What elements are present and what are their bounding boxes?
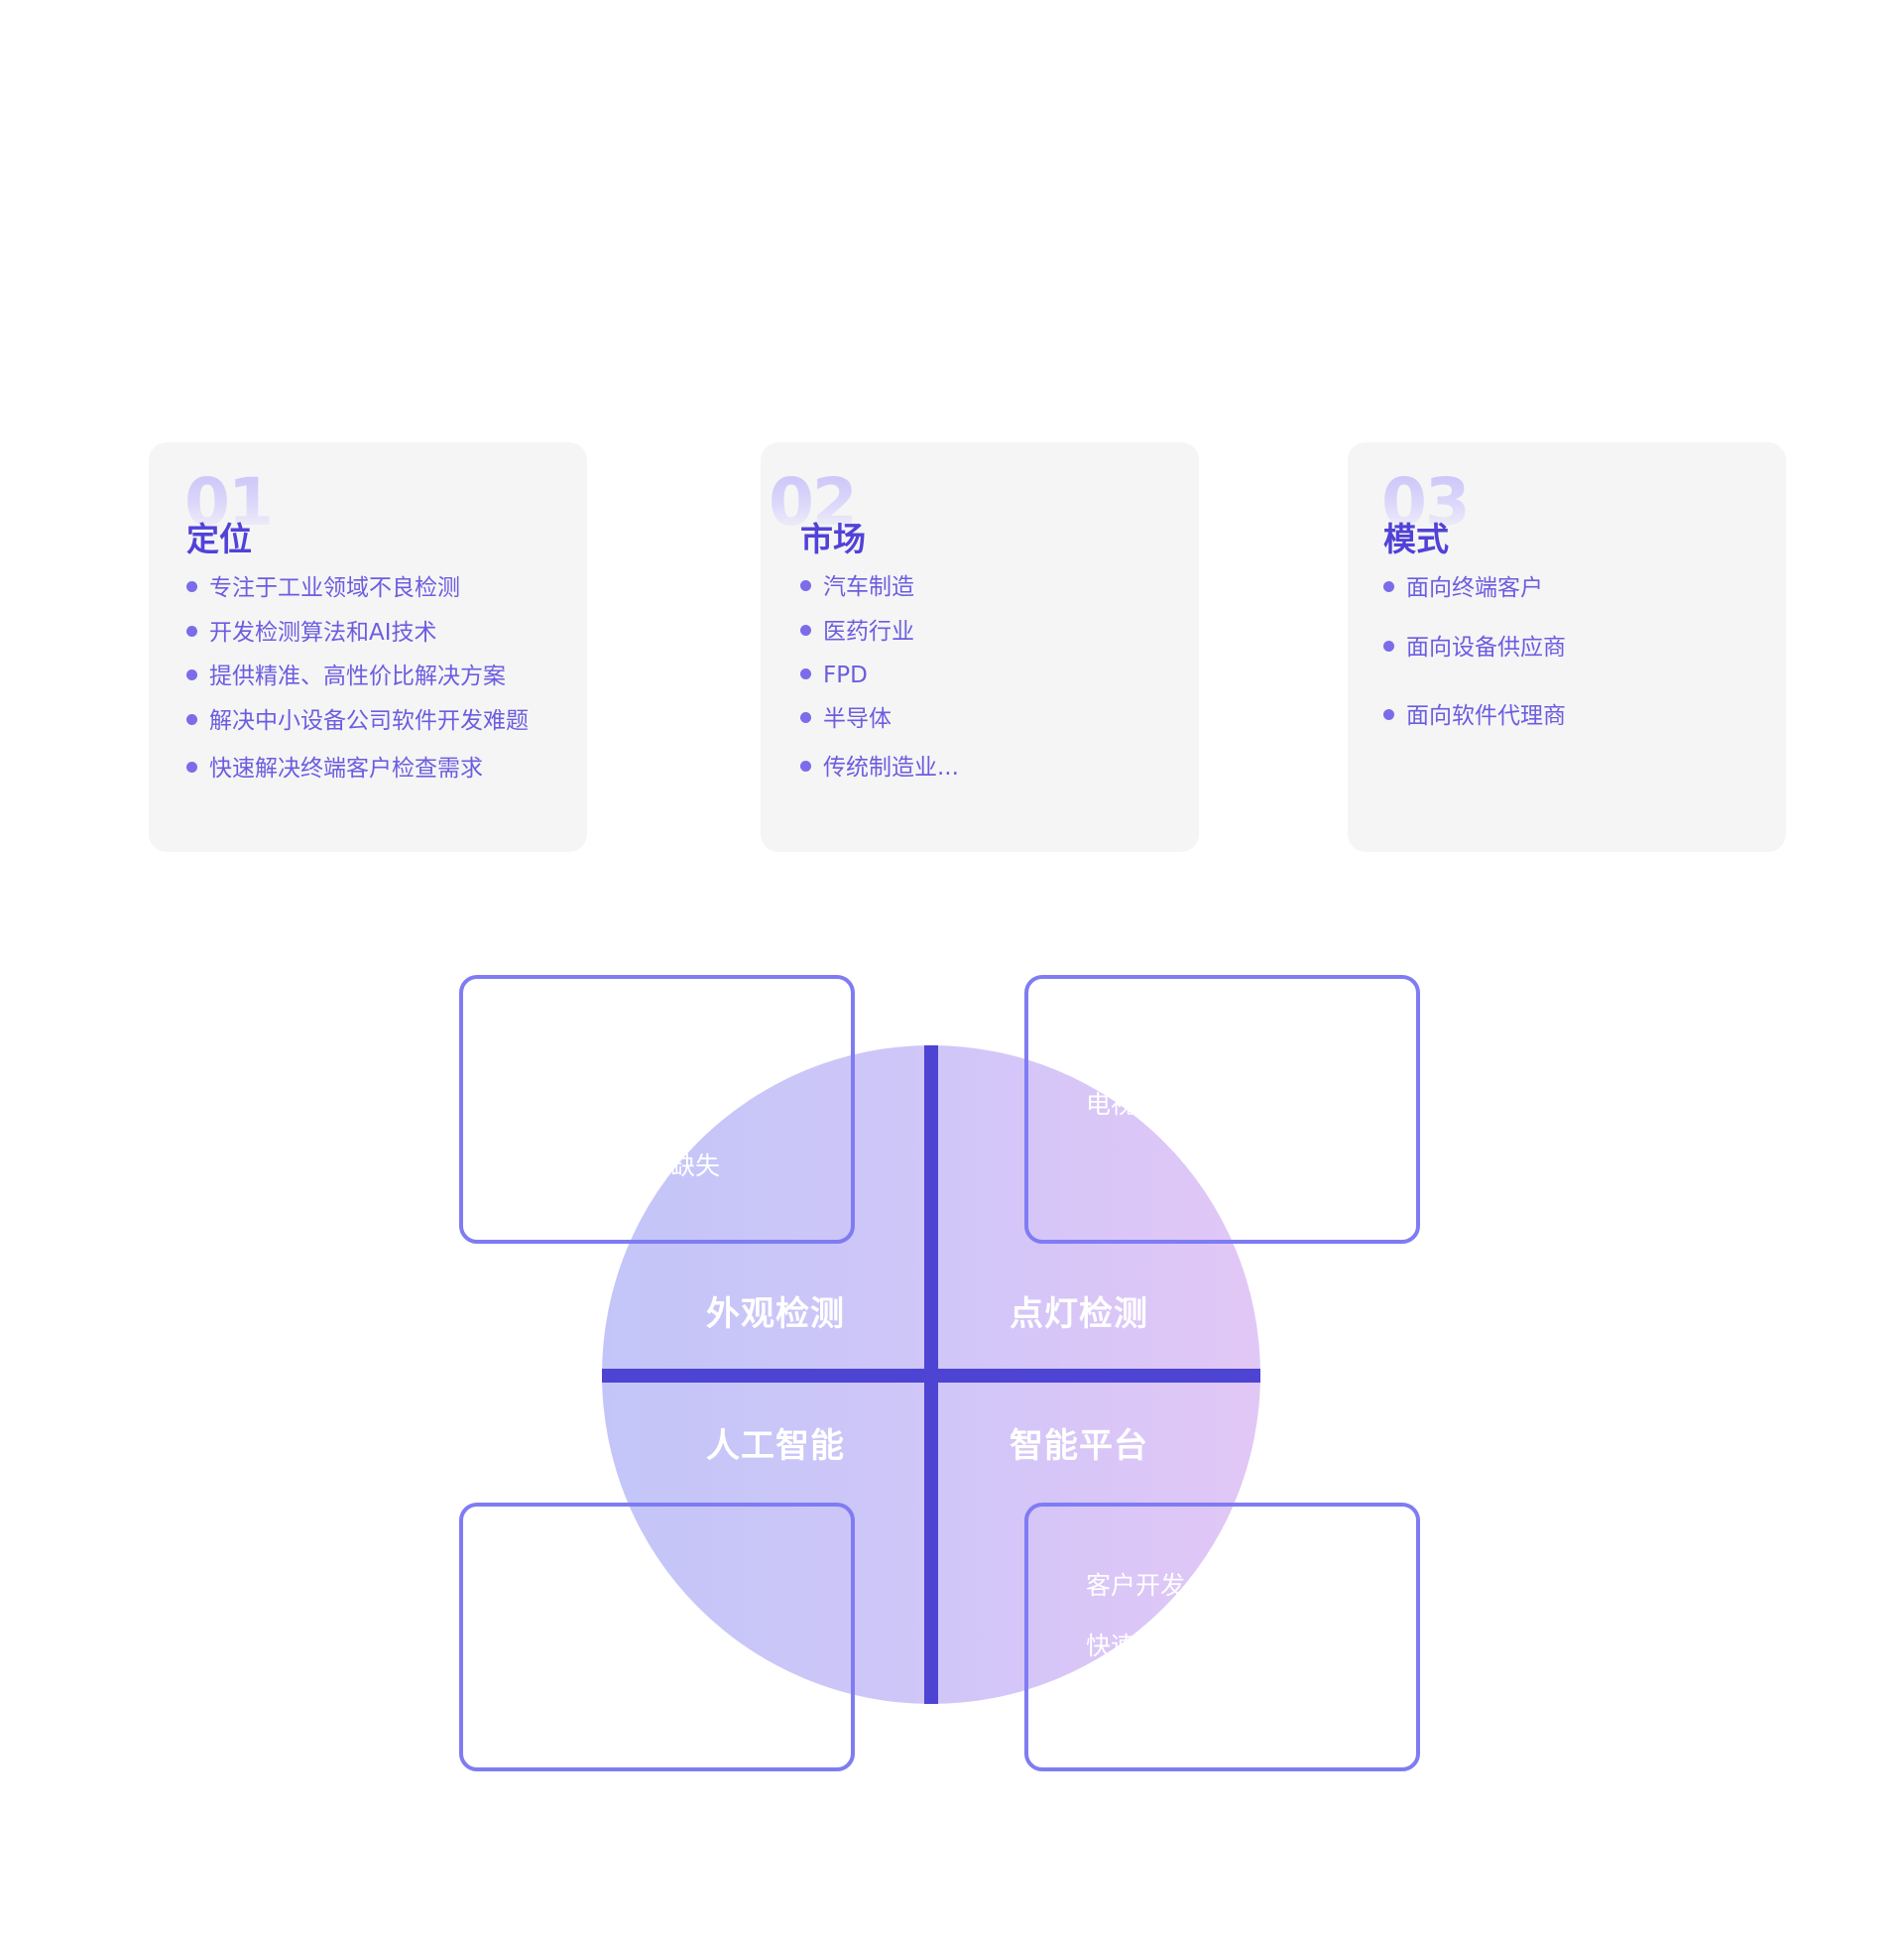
list-item: 面向设备供应商	[1383, 633, 1566, 663]
card-market: 02 市场 汽车制造 医药行业 FPD 半导体 传统制造业...	[761, 442, 1199, 852]
list-item: 专注于工业领域不良检测	[186, 573, 460, 603]
list-item: 快速解决终端客户检查需求	[186, 754, 483, 784]
frame-text: 电视	[1086, 1090, 1136, 1119]
card-model: 03 模式 面向终端客户 面向设备供应商 面向软件代理商	[1348, 442, 1786, 852]
list-item-text: 面向设备供应商	[1406, 635, 1566, 661]
quadrant-label-ai: 人工智能	[706, 1426, 845, 1466]
frame-text: 快速	[1086, 1632, 1136, 1660]
bullet-dot-icon	[186, 581, 197, 592]
list-item: 半导体	[800, 704, 892, 734]
list-item-text: 传统制造业...	[823, 755, 959, 781]
card-number: 01	[184, 464, 274, 541]
card-number: 02	[769, 464, 858, 541]
quadrant-label-lighting: 点灯检测	[1010, 1294, 1148, 1334]
list-item-text: FPD	[823, 663, 868, 688]
cross-horizontal-bar	[602, 1369, 1260, 1383]
bullet-dot-icon	[186, 762, 197, 773]
list-item-text: 面向软件代理商	[1406, 703, 1566, 729]
list-item-text: 半导体	[823, 706, 892, 732]
list-item-text: 专注于工业领域不良检测	[209, 575, 460, 601]
frame-bottom-left	[459, 1503, 855, 1771]
list-item: 面向终端客户	[1383, 573, 1543, 603]
list-item-text: 面向终端客户	[1406, 575, 1543, 601]
frame-text: 缺失	[669, 1151, 720, 1180]
list-item: 提供精准、高性价比解决方案	[186, 662, 506, 691]
list-item: 传统制造业...	[800, 753, 959, 783]
card-title: 定位	[186, 520, 252, 558]
bullet-dot-icon	[186, 626, 197, 637]
list-item: 面向软件代理商	[1383, 701, 1566, 731]
list-item-text: 医药行业	[823, 619, 914, 645]
bullet-dot-icon	[186, 714, 197, 725]
bullet-dot-icon	[800, 625, 811, 636]
bullet-dot-icon	[800, 580, 811, 591]
frame-bottom-right: 客户开发 快速	[1024, 1503, 1420, 1771]
list-item: FPD	[800, 661, 868, 690]
card-title: 模式	[1383, 520, 1449, 558]
bullet-dot-icon	[800, 761, 811, 772]
bullet-dot-icon	[1383, 641, 1394, 652]
bullet-dot-icon	[186, 669, 197, 680]
frame-text: 客户开发	[1086, 1571, 1186, 1600]
list-item-text: 提供精准、高性价比解决方案	[209, 664, 506, 689]
list-item: 汽车制造	[800, 572, 914, 602]
list-item-text: 开发检测算法和AI技术	[209, 620, 437, 646]
frame-top-left: 缺失	[459, 975, 855, 1244]
quadrant-label-platform: 智能平台	[1010, 1426, 1148, 1466]
list-item-text: 快速解决终端客户检查需求	[209, 756, 483, 782]
list-item: 医药行业	[800, 617, 914, 647]
quadrant-label-appearance: 外观检测	[706, 1294, 845, 1334]
bullet-dot-icon	[800, 712, 811, 723]
card-title: 市场	[800, 520, 866, 558]
frame-top-right: 电视	[1024, 975, 1420, 1244]
list-item: 开发检测算法和AI技术	[186, 618, 437, 648]
bullet-dot-icon	[1383, 581, 1394, 592]
card-positioning: 01 定位 专注于工业领域不良检测 开发检测算法和AI技术 提供精准、高性价比解…	[149, 442, 587, 852]
bullet-dot-icon	[800, 668, 811, 679]
card-number: 03	[1381, 464, 1471, 541]
bullet-dot-icon	[1383, 709, 1394, 720]
list-item-text: 汽车制造	[823, 574, 914, 600]
list-item: 解决中小设备公司软件开发难题	[186, 706, 529, 736]
list-item-text: 解决中小设备公司软件开发难题	[209, 708, 529, 734]
